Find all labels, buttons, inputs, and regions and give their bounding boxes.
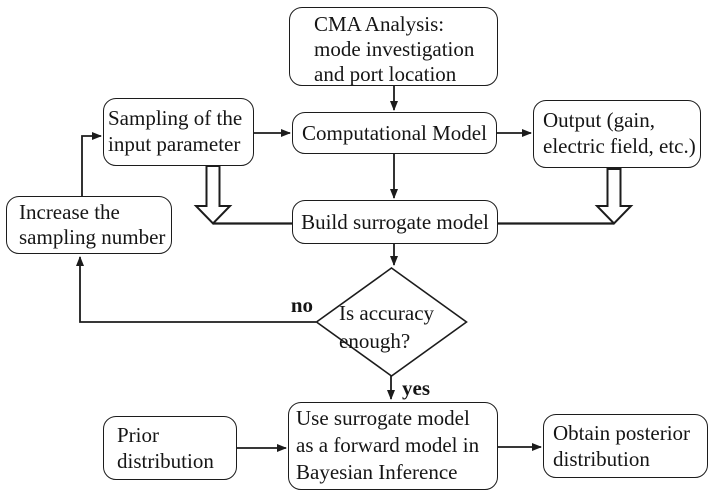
node-prior-distribution: Prior distribution xyxy=(103,416,237,480)
node-text-line: Sampling of the xyxy=(108,106,243,130)
node-sampling-input: Sampling of the input parameter xyxy=(103,98,254,166)
node-increase-sampling: Increase the sampling number xyxy=(6,196,172,254)
node-text-line: as a forward model in xyxy=(296,433,480,457)
node-text-line: Output (gain, xyxy=(543,108,655,132)
node-text-line: Build surrogate model xyxy=(301,209,489,234)
node-text-line: electric field, etc.) xyxy=(543,134,696,158)
node-text-line: enough? xyxy=(339,329,411,353)
arrow-increase-to-sampling xyxy=(81,132,102,196)
node-text-line: Computational Model xyxy=(302,120,487,145)
node-output: Output (gain, electric field, etc.) xyxy=(533,100,701,168)
node-text-line: Use surrogate model xyxy=(296,406,470,430)
node-text-line: Increase the xyxy=(19,200,120,224)
node-text-line: distribution xyxy=(553,447,650,471)
node-text-line: and port location xyxy=(314,62,457,86)
node-text-line: Is accuracy xyxy=(339,301,435,325)
block-arrow-output-down xyxy=(594,168,634,225)
node-text-line: sampling number xyxy=(19,225,166,249)
node-text-line: distribution xyxy=(117,449,214,473)
edge-label-no: no xyxy=(290,293,313,317)
arrow-decision-no-to-increase xyxy=(76,256,316,323)
decision-diamond xyxy=(315,267,468,377)
node-text-line: Prior xyxy=(117,423,159,447)
node-build-surrogate: Build surrogate model xyxy=(292,200,498,244)
node-cma-analysis: CMA Analysis: mode investigation and por… xyxy=(289,7,498,86)
node-use-surrogate-bayesian: Use surrogate model as a forward model i… xyxy=(288,402,498,490)
node-text-line: Obtain posterior xyxy=(553,421,691,445)
node-decision-text: Is accuracy enough? xyxy=(339,299,434,355)
node-text-line: mode investigation xyxy=(314,37,475,61)
node-obtain-posterior: Obtain posterior distribution xyxy=(543,414,708,478)
block-arrow-sampling-down xyxy=(193,165,233,225)
node-text-line: Bayesian Inference xyxy=(296,460,458,484)
node-text-line: CMA Analysis: xyxy=(314,12,445,36)
edge-label-yes: yes xyxy=(402,376,430,400)
node-text-line: input parameter xyxy=(108,132,241,156)
node-computational-model: Computational Model xyxy=(292,112,497,154)
